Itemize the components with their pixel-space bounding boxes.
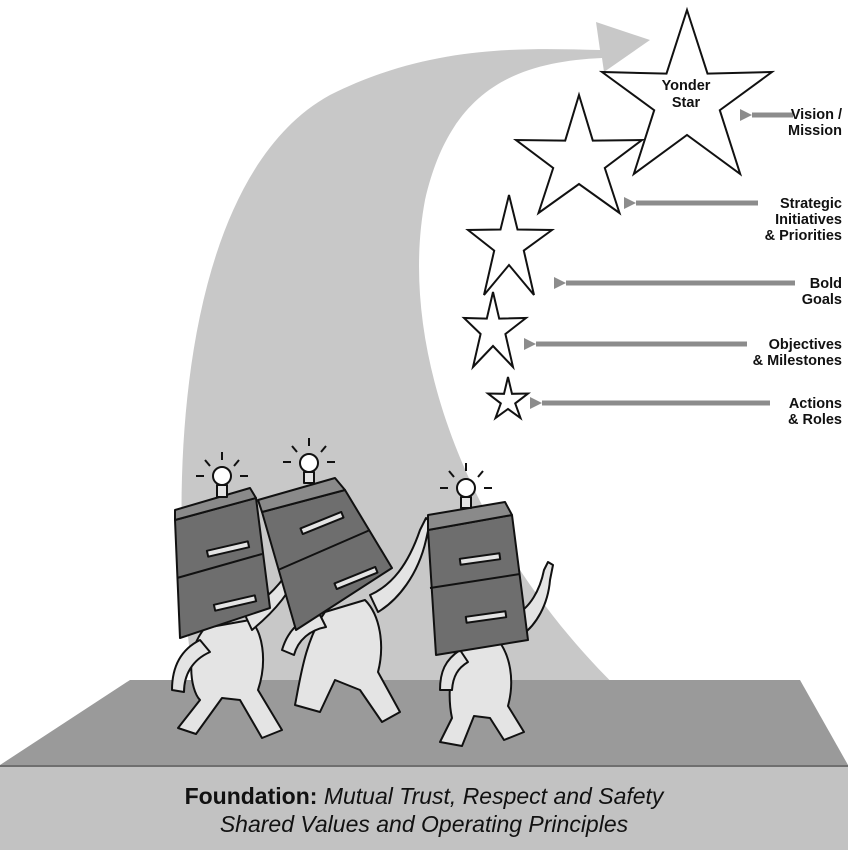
label-objectives-line: Objectives bbox=[753, 337, 842, 353]
label-actions-line: Actions bbox=[788, 396, 842, 412]
foundation-row-1: Foundation: Mutual Trust, Respect and Sa… bbox=[0, 782, 848, 810]
star-objectives bbox=[464, 292, 526, 367]
label-vision-line: Vision / bbox=[788, 107, 842, 123]
yonder-star-line2: Star bbox=[640, 95, 732, 112]
label-strategic: Strategic Initiatives & Priorities bbox=[765, 196, 842, 244]
label-strategic-line: Strategic bbox=[765, 196, 842, 212]
yonder-star-label: Yonder Star bbox=[640, 78, 732, 112]
label-goals: Bold Goals bbox=[802, 276, 842, 308]
label-vision: Vision / Mission bbox=[788, 107, 842, 139]
label-actions: Actions & Roles bbox=[788, 396, 842, 428]
label-strategic-line: Initiatives bbox=[765, 212, 842, 228]
stage-platform bbox=[0, 680, 848, 770]
foundation-text: Foundation: Mutual Trust, Respect and Sa… bbox=[0, 782, 848, 838]
foundation-row-2: Shared Values and Operating Principles bbox=[0, 810, 848, 838]
label-vision-line: Mission bbox=[788, 123, 842, 139]
label-actions-line: & Roles bbox=[788, 412, 842, 428]
label-goals-line: Goals bbox=[802, 292, 842, 308]
foundation-line2: Shared Values and Operating Principles bbox=[220, 811, 628, 837]
foundation-heading: Foundation: bbox=[185, 783, 318, 809]
star-strategic bbox=[516, 95, 642, 213]
star-actions bbox=[488, 377, 528, 418]
foundation-line1: Mutual Trust, Respect and Safety bbox=[324, 783, 664, 809]
label-objectives: Objectives & Milestones bbox=[753, 337, 842, 369]
label-goals-line: Bold bbox=[802, 276, 842, 292]
label-objectives-line: & Milestones bbox=[753, 353, 842, 369]
label-strategic-line: & Priorities bbox=[765, 228, 842, 244]
yonder-star-line1: Yonder bbox=[640, 78, 732, 95]
